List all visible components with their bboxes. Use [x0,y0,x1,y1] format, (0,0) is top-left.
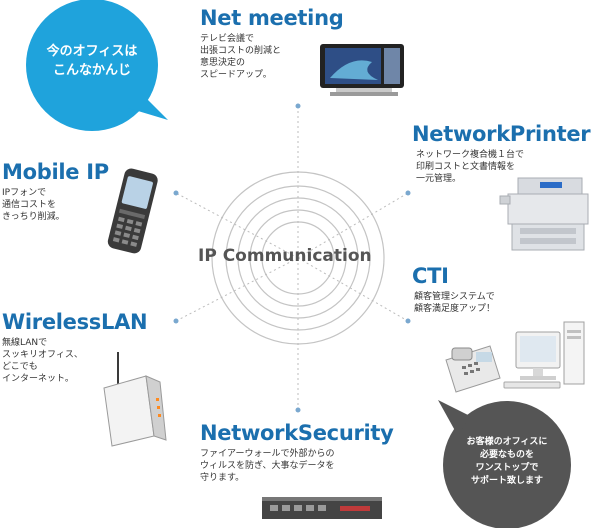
cti-title: CTI [412,264,449,288]
network-printer-title: NetworkPrinter [412,122,591,146]
intro-bubble-shape [26,0,168,131]
multifunction-printer-icon [499,177,589,251]
intro-bubble-text: 今のオフィスは こんなかんじ [46,44,138,78]
mobile-ip-title: Mobile IP [2,160,109,184]
wireless-router-icon [103,352,167,447]
center-label: IP Communication [198,246,372,266]
firewall-appliance-icon [262,497,382,519]
outro-bubble-shape [438,400,571,528]
net-meeting-title: Net meeting [200,6,344,30]
ring-4 [249,209,347,307]
wireless-lan-title: WirelessLAN [2,310,148,334]
outro-bubble-text: お客様のオフィスに 必要なものを ワンストップで サポート致します [466,437,548,486]
cti-desc: 顧客管理システムで 顧客満足度アップ！ [414,292,496,314]
network-security-desc: ファイアーウォールで外部からの ウィルスを防ぎ、大事なデータを 守ります。 [200,449,335,483]
mobile-phone-icon [107,168,158,254]
mobile-ip-desc: IPフォンで 通信コストを きっちり削減。 [2,188,65,222]
radial-connector-lines [175,108,409,408]
cti-office-phone-icon [445,345,501,393]
connector-dots [173,103,411,413]
network-security-title: NetworkSecurity [200,421,394,445]
video-conference-monitor-icon [320,44,404,96]
network-printer-desc: ネットワーク複合機１台で 印刷コストと文書情報を 一元管理。 [416,150,525,184]
net-meeting-desc: テレビ会議で 出張コストの削減と 意思決定の スピードアップ。 [200,34,282,80]
cti-desktop-computer-icon [503,321,585,389]
wireless-lan-desc: 無線LANで スッキリオフィス、 どこでも インターネット。 [2,338,83,384]
